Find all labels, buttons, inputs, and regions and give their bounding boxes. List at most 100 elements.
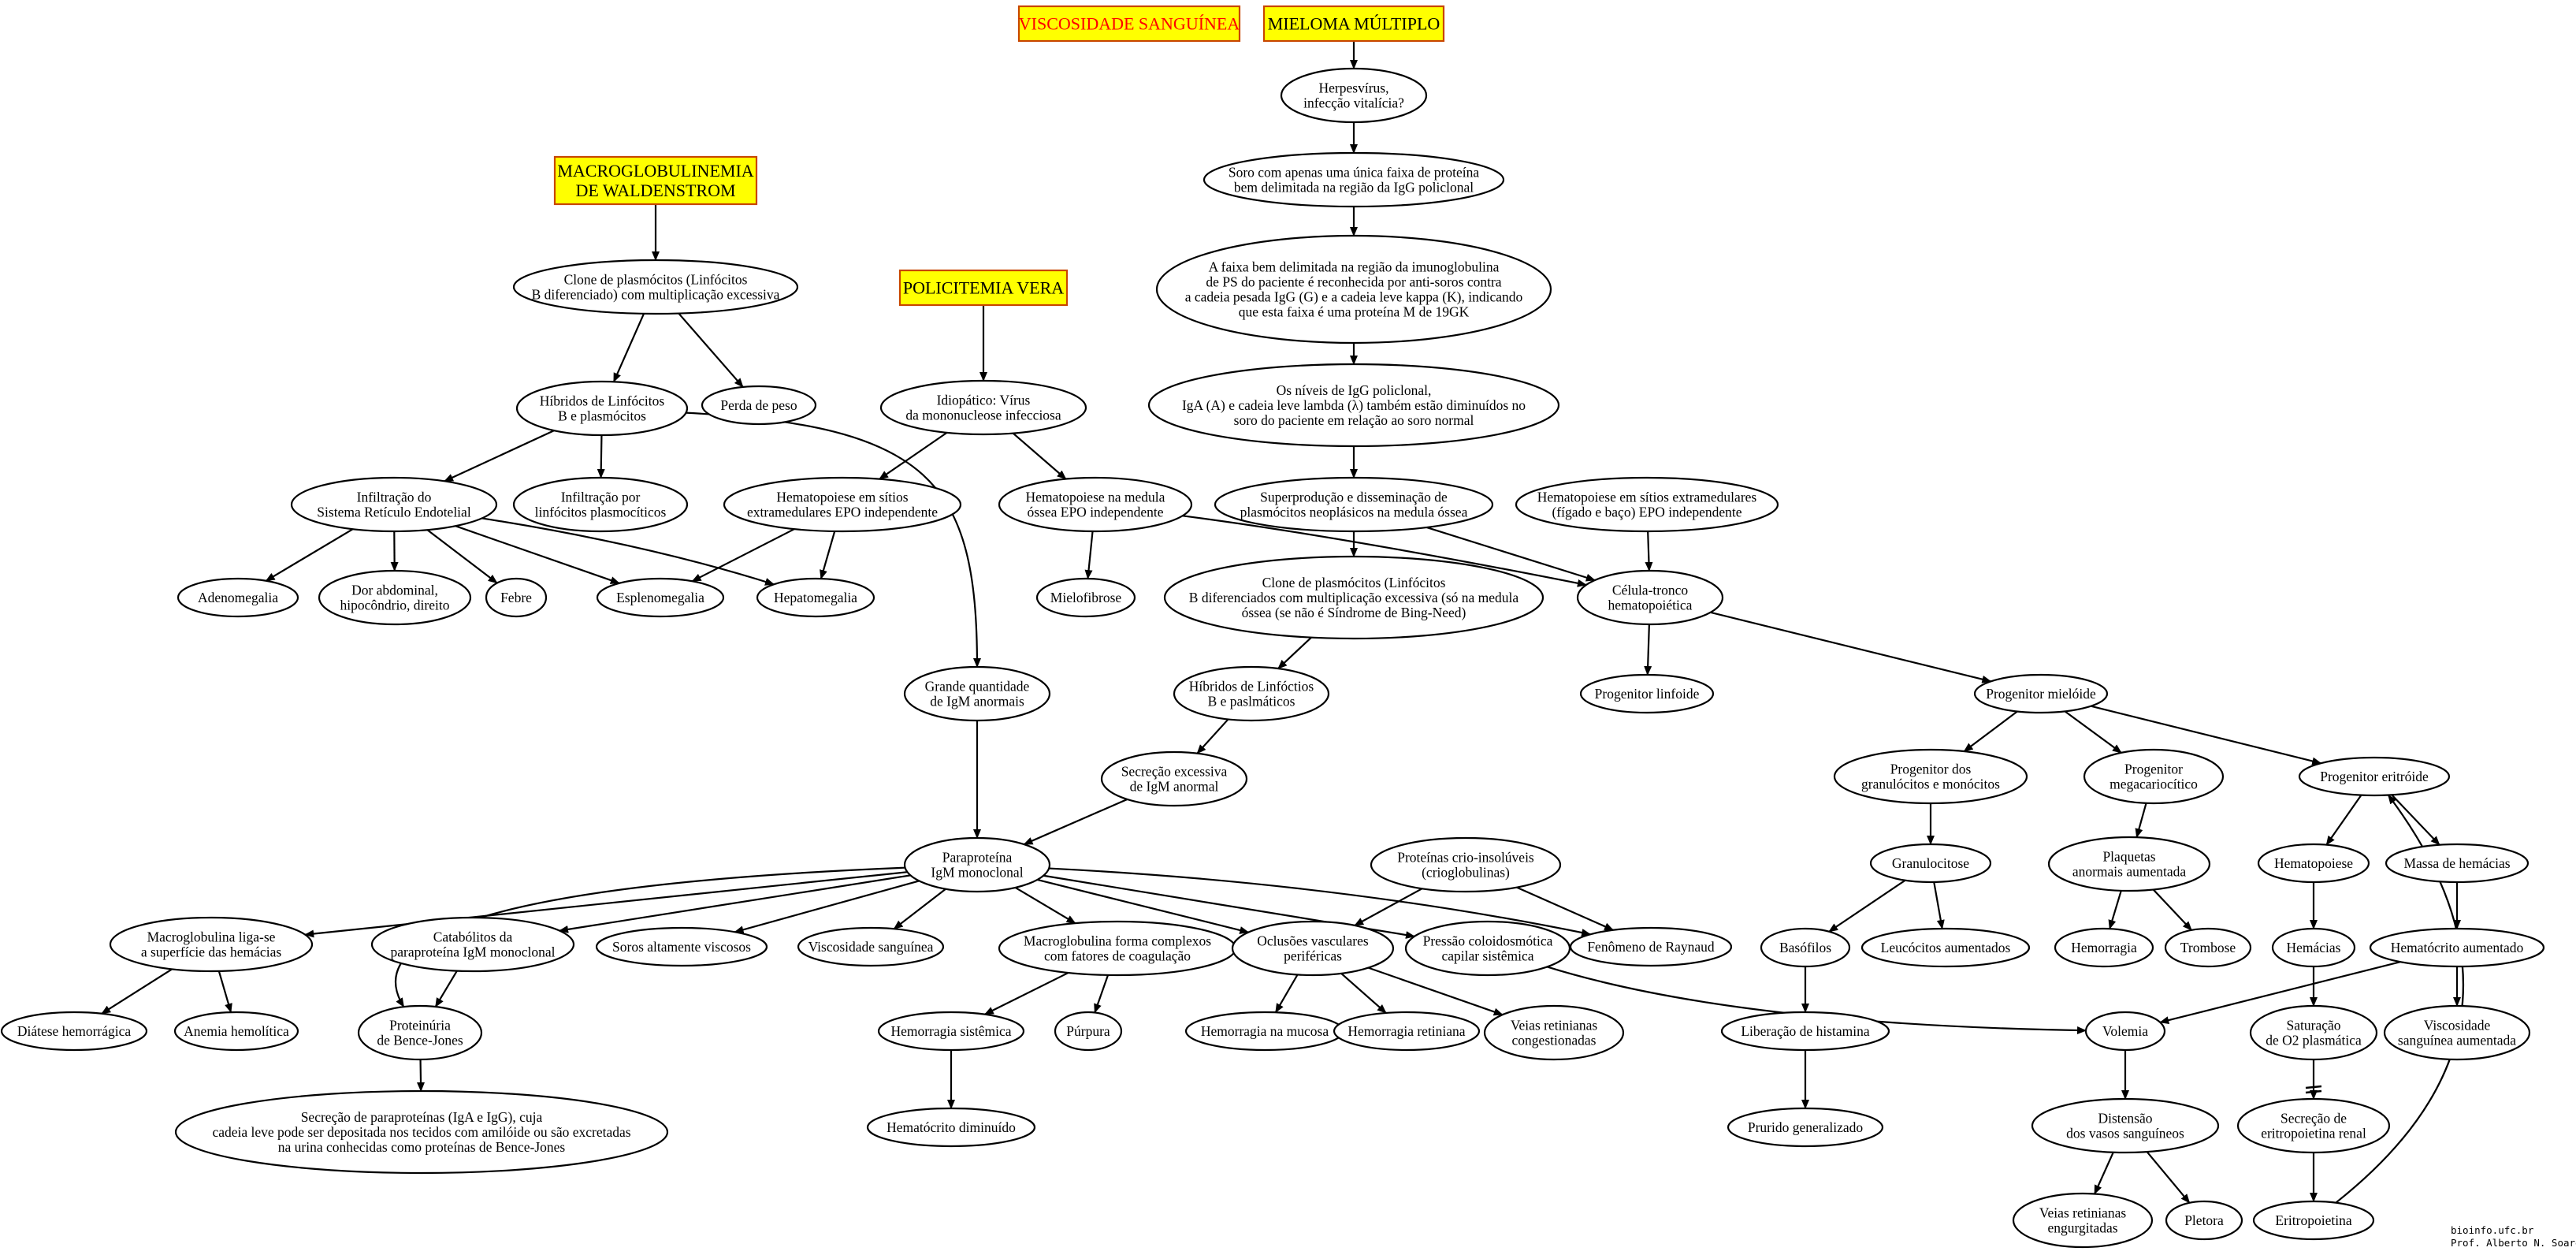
- clone-wald-label-0: Clone de plasmócitos (Linfócitos: [564, 272, 748, 288]
- distensao-ellipse: [2031, 1097, 2220, 1154]
- edge-clone-wald-to-hibridos-wald: [612, 313, 645, 383]
- proteinuria-label-1: de Bence-Jones: [377, 1033, 463, 1048]
- node-hematocrito-aum: Hematócrito aumentado: [2369, 927, 2545, 968]
- edge-progenitor-eritroide-to-massa-hemacias: [2391, 794, 2440, 846]
- oclusoes-ellipse: [1231, 920, 1395, 977]
- mielofibrose-label-0: Mielofibrose: [1050, 590, 1122, 605]
- edge-oclusoes-to-veias-congestionadas: [1368, 966, 1504, 1016]
- edge-catabolitos-to-proteinuria: [434, 970, 458, 1007]
- node-secrecao-parap: Secreção de paraproteínas (IgA e IgG), c…: [174, 1089, 669, 1175]
- hemato-extramed-figado-label-0: Hematopoiese em sítios extramedulares: [1537, 490, 1757, 505]
- purpura-ellipse: [1054, 1011, 1123, 1052]
- progenitor-eritroide-label-0: Progenitor eritróide: [2320, 769, 2429, 784]
- edge-clone-wald-to-perda-peso: [678, 312, 744, 388]
- node-hemorragia: Hemorragia: [2054, 927, 2154, 968]
- proteinas-crio-label-0: Proteínas crio-insolúveis: [1397, 850, 1534, 866]
- prurido-ellipse: [1727, 1107, 1884, 1148]
- edge-infiltracao-sre-to-febre: [426, 529, 498, 584]
- node-mieloma: MIELOMA MÚLTIPLO: [1262, 5, 1445, 43]
- node-viscosidade-sanguinea: Viscosidade sanguínea: [797, 926, 945, 967]
- progenitor-mega-label-1: megacariocítico: [2109, 776, 2198, 792]
- soros-viscosos-ellipse: [595, 926, 768, 967]
- node-pletora: Pletora: [2165, 1200, 2243, 1241]
- saturacao-label-0: Saturação: [2287, 1018, 2341, 1033]
- niveis-igg-label-0: Os níveis de IgG policlonal,: [1277, 382, 1432, 398]
- hemato-medula-ellipse: [998, 476, 1193, 533]
- hemorragia-sist-ellipse: [877, 1011, 1025, 1052]
- mielofibrose-ellipse: [1035, 577, 1136, 618]
- eritropoietina-ellipse: [2252, 1200, 2375, 1241]
- edge-infiltracao-sre-to-hepatomegalia: [481, 517, 775, 586]
- progenitor-granulo-label-1: granulócitos e monócitos: [1861, 776, 2000, 792]
- trombose-label-0: Trombose: [2180, 940, 2236, 955]
- node-hematocrito-dim: Hematócrito diminuído: [866, 1107, 1036, 1148]
- node-granulocitose: Granulocitose: [1869, 843, 1992, 884]
- macroglobulinemia-label-1: DE WALDENSTROM: [575, 181, 735, 200]
- grande-quantidade-ellipse: [903, 665, 1051, 722]
- celula-tronco-label-0: Célula-tronco: [1612, 583, 1688, 598]
- niveis-igg-ellipse: [1147, 363, 1560, 448]
- hemato-extramed-epo-label-0: Hematopoiese em sítios: [776, 490, 908, 505]
- hemato-medula-label-1: óssea EPO independente: [1027, 505, 1163, 520]
- clone-mieloma-ellipse: [1163, 555, 1544, 640]
- viscosidade-box: [1017, 5, 1241, 43]
- dor-abdominal-label-0: Dor abdominal,: [351, 583, 438, 598]
- infiltracao-sre-label-0: Infiltração do: [357, 490, 432, 505]
- basofilos-label-0: Basófilos: [1779, 940, 1831, 955]
- plaquetas-label-0: Plaquetas: [2102, 849, 2155, 865]
- granulocitose-label-0: Granulocitose: [1892, 855, 1969, 871]
- node-hepatomegalia: Hepatomegalia: [756, 577, 875, 618]
- diatese-ellipse: [0, 1011, 148, 1052]
- oclusoes-label-0: Oclusões vasculares: [1257, 933, 1369, 949]
- node-hemorragia-sist: Hemorragia sistêmica: [877, 1011, 1025, 1052]
- hemorragia-label-0: Hemorragia: [2071, 940, 2137, 955]
- herpesvirus-ellipse: [1280, 67, 1428, 124]
- node-dor-abdominal: Dor abdominal,hipocôndrio, direito: [318, 569, 472, 626]
- idiopatico-ellipse: [879, 379, 1087, 436]
- esplenomegalia-ellipse: [596, 577, 725, 618]
- hemato-medula-label-0: Hematopoiese na medula: [1026, 490, 1165, 505]
- edge-paraproteina-to-macro-complexos: [1014, 886, 1076, 925]
- veias-engurgitadas-ellipse: [2012, 1192, 2154, 1249]
- superproducao-label-0: Superprodução e disseminação de: [1260, 490, 1448, 505]
- faixa-delimitada-label-2: a cadeia pesada IgG (G) e a cadeia leve …: [1185, 289, 1523, 305]
- progenitor-granulo-label-0: Progenitor dos: [1890, 762, 1972, 777]
- node-anemia: Anemia hemolítica: [173, 1011, 299, 1052]
- edge-hibridos-wald-to-infiltracao-sre: [444, 430, 555, 482]
- pressao-coloido-label-0: Pressão coloidosmótica: [1423, 933, 1553, 949]
- policitemia-label-0: POLICITEMIA VERA: [903, 278, 1064, 298]
- pletora-ellipse: [2165, 1200, 2243, 1241]
- clone-mieloma-label-1: B diferenciados com multiplicação excess…: [1189, 590, 1519, 605]
- node-hemacias: Hemácias: [2271, 927, 2356, 968]
- node-progenitor-eritroide: Progenitor eritróide: [2298, 756, 2451, 797]
- edge-macro-complexos-to-hemorragia-sist: [983, 971, 1069, 1015]
- soro-faixa-ellipse: [1203, 151, 1505, 208]
- viscosidade-aum-ellipse: [2383, 1004, 2531, 1061]
- trombose-ellipse: [2164, 927, 2252, 968]
- progenitor-mega-ellipse: [2083, 748, 2225, 805]
- edge-paraproteina-to-catabolitos: [559, 874, 911, 933]
- hepatomegalia-ellipse: [756, 577, 875, 618]
- idiopatico-label-0: Idiopático: Vírus: [937, 393, 1031, 408]
- node-progenitor-linfoide: Progenitor linfoide: [1579, 673, 1715, 714]
- infiltracao-linf-label-0: Infiltração por: [561, 490, 641, 505]
- edge-hibridos-mieloma-to-secrecao-igm: [1196, 718, 1229, 754]
- prurido-label-0: Prurido generalizado: [1748, 1119, 1864, 1135]
- hematocrito-aum-ellipse: [2369, 927, 2545, 968]
- herpesvirus-label-0: Herpesvírus,: [1319, 80, 1389, 96]
- secrecao-igm-label-0: Secreção excessiva: [1121, 764, 1228, 780]
- hemacias-label-0: Hemácias: [2287, 940, 2341, 955]
- massa-hemacias-label-0: Massa de hemácias: [2403, 855, 2510, 871]
- faixa-delimitada-label-3: que esta faixa é uma proteína M de 19GK: [1239, 304, 1470, 320]
- catabolitos-label-1: paraproteína IgM monoclonal: [391, 944, 556, 960]
- edge-superproducao-to-celula-tronco: [1426, 526, 1596, 582]
- edge-celula-tronco-to-progenitor-linfoide: [1644, 624, 1652, 676]
- infiltracao-sre-label-1: Sistema Retículo Endotelial: [317, 505, 471, 520]
- superproducao-ellipse: [1214, 476, 1494, 533]
